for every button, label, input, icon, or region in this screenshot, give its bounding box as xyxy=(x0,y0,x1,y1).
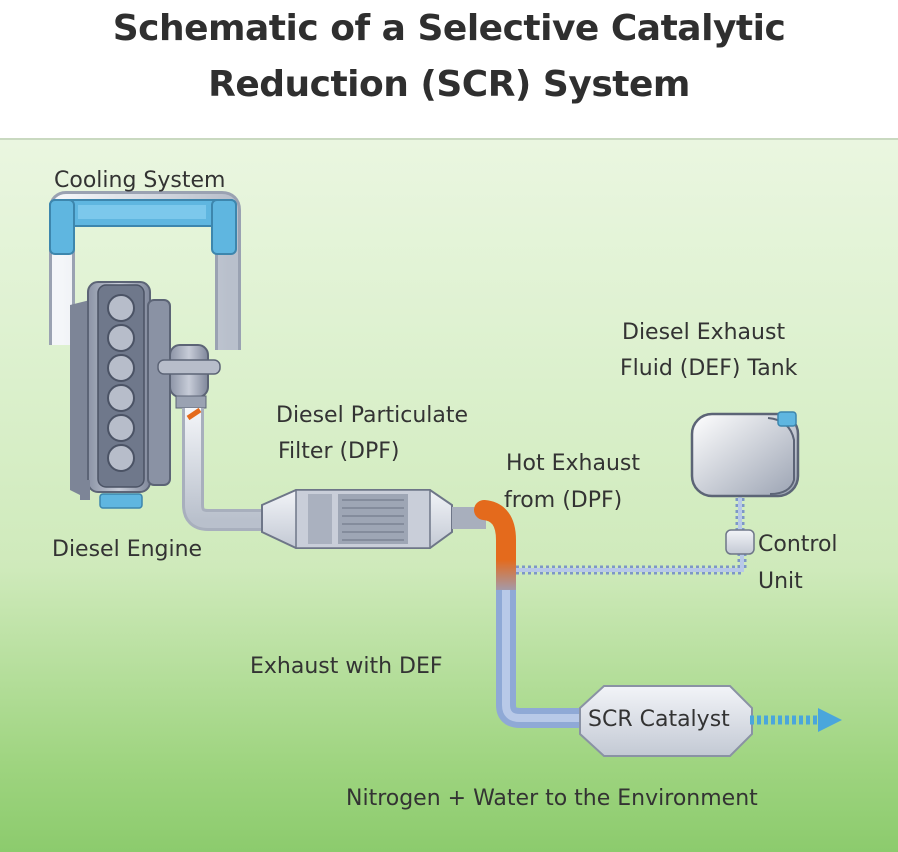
hot-exhaust-pipe xyxy=(452,500,516,610)
def-tank xyxy=(690,411,800,498)
title-area: Schematic of a Selective Catalytic Reduc… xyxy=(0,0,898,138)
label-control-unit-line-2: Unit xyxy=(758,569,803,594)
label-diesel-engine: Diesel Engine xyxy=(52,537,203,562)
label-exhaust-with-def: Exhaust with DEF xyxy=(250,654,443,679)
exhaust-pipe xyxy=(182,407,285,531)
label-hot-exhaust-line-2: from (DPF) xyxy=(504,488,623,513)
label-def-tank-line-2: Fluid (DEF) Tank xyxy=(620,356,798,381)
label-hot-exhaust-line-1: Hot Exhaust xyxy=(506,451,640,476)
label-control-unit-line-1: Control xyxy=(758,532,838,557)
label-def-tank-line-1: Diesel Exhaust xyxy=(622,320,786,345)
label-scr-catalyst: SCR Catalyst xyxy=(588,707,730,732)
label-dpf-line-2: Filter (DPF) xyxy=(278,439,400,464)
scr-catalyst xyxy=(579,685,753,757)
label-dpf-line-1: Diesel Particulate xyxy=(276,403,469,428)
def-line xyxy=(516,492,755,575)
diesel-engine xyxy=(70,281,221,509)
control-unit-box xyxy=(725,529,755,555)
label-output: Nitrogen + Water to the Environment xyxy=(346,786,758,811)
exhaust-sensor-icon xyxy=(186,407,202,421)
exhaust-with-def-pipe xyxy=(496,590,600,728)
title-line-1: Schematic of a Selective Catalytic xyxy=(112,8,786,49)
title-line-2: Reduction (SCR) System xyxy=(208,64,690,105)
outflow-arrow xyxy=(750,708,842,732)
cooling-system xyxy=(49,191,241,350)
label-cooling-system: Cooling System xyxy=(54,168,226,193)
dpf xyxy=(261,489,453,549)
